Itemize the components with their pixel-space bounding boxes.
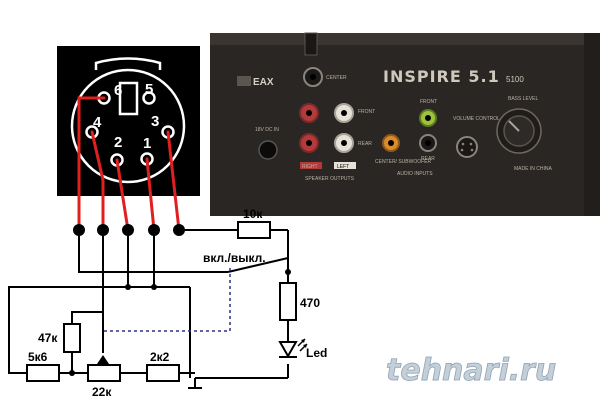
rca-rear-right[interactable] [299,133,319,153]
resistor-2k2 [146,364,180,382]
svg-text:FRONT: FRONT [358,109,375,115]
panel-model: 5100 [506,75,524,84]
label-10k: 10к [243,207,263,221]
rca-center-subwoofer[interactable] [382,134,400,152]
rca-front-right[interactable] [299,103,319,123]
svg-text:SPEAKER OUTPUTS: SPEAKER OUTPUTS [305,176,355,182]
svg-text:CENTER: CENTER [326,75,347,81]
connector-key [118,81,139,116]
svg-text:CENTER/ SUBWOOFER: CENTER/ SUBWOOFER [375,159,432,165]
terminal-pin-3 [173,224,185,236]
resistor-10k [237,221,271,239]
label-led: Led [306,346,327,360]
bass-level-knob[interactable] [496,108,542,154]
potentiometer-22k [87,364,121,382]
rca-center[interactable] [303,67,323,87]
speaker-back-panel: EAX INSPIRE 5.1 5100 18V DC IN CENTER FR… [210,32,600,216]
svg-text:BASS LEVEL: BASS LEVEL [508,96,539,102]
led-symbol [278,338,308,359]
lead-pin-1 [145,157,156,232]
pin-5-hole [142,91,156,105]
panel-background [210,33,600,216]
terminal-pin-4 [97,224,109,236]
svg-text:LEFT: LEFT [337,164,349,170]
panel-screw-slot [304,32,318,56]
connector-top-notch [94,57,162,70]
svg-text:RIGHT: RIGHT [302,164,318,170]
volume-control-port[interactable] [456,136,478,158]
pin-6-label: 6 [114,82,122,99]
lead-pin-2 [115,158,130,232]
pin-5-label: 5 [145,81,153,98]
svg-text:AUDIO INPUTS: AUDIO INPUTS [397,171,433,177]
potentiometer-wiper-arrow [97,355,109,364]
audio-input-front[interactable] [419,109,437,127]
rca-front-left[interactable] [334,103,354,123]
svg-text:REAR: REAR [421,156,435,162]
rca-rear-left[interactable] [334,133,354,153]
resistor-47k [63,323,81,353]
lead-pin-6 [77,96,106,232]
pin-2-label: 2 [114,134,122,151]
pin-1-label: 1 [143,135,151,152]
pin-4-label: 4 [93,114,102,131]
connector-leads [77,96,181,232]
svg-text:VOLUME CONTROL: VOLUME CONTROL [453,116,500,122]
circuit-wires [8,229,289,388]
svg-text:REAR: REAR [358,141,372,147]
pin-3-label: 3 [151,113,159,130]
dc-jack[interactable] [258,140,278,160]
panel-brand: EAX [253,77,274,88]
panel-title: INSPIRE 5.1 [383,67,500,86]
svg-text:18V DC IN: 18V DC IN [255,127,279,133]
label-5k6: 5к6 [28,350,48,364]
din-connector: 6 5 4 3 2 1 [57,46,200,196]
connector-outline [70,68,186,184]
svg-text:FRONT: FRONT [420,99,437,105]
mechanical-link [104,268,231,332]
svg-text:MADE IN CHINA: MADE IN CHINA [514,166,552,172]
terminal-pin-2 [122,224,134,236]
audio-input-rear[interactable] [419,134,437,152]
label-470: 470 [300,296,320,310]
terminals [69,224,291,376]
label-22k: 22к [92,385,112,399]
terminal-pin-6 [73,224,85,236]
label-switch: вкл./выкл. [203,251,266,265]
label-2k2: 2к2 [150,350,170,364]
resistor-470 [279,282,297,321]
label-47k: 47к [38,331,58,345]
terminal-pin-1 [148,224,160,236]
resistor-5k6 [26,364,60,382]
lead-pin-4 [90,130,105,232]
lead-pin-3 [166,130,181,232]
watermark: tehnari.ru [386,353,556,388]
